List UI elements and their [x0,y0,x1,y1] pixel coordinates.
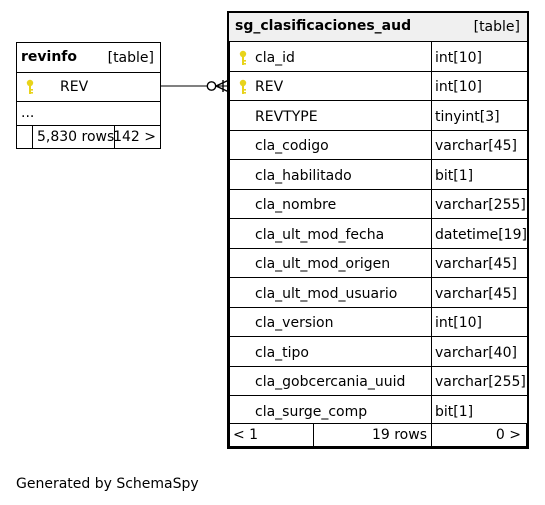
column-row[interactable]: cla_ult_mod_origen [229,248,432,278]
children-count: 0 > [495,427,521,443]
aud-children-cell[interactable]: 0 > [431,423,527,447]
column-name: cla_habilitado [255,168,352,184]
column-row[interactable]: cla_ult_mod_usuario [229,277,432,308]
column-type-cell: bit[1] [431,159,528,190]
column-type-cell: bit[1] [431,395,528,426]
column-type: varchar[255] [435,374,526,390]
column-type: int[10] [435,79,482,95]
table-name: sg_clasificaciones_aud [235,18,412,34]
row-count: 19 rows [371,427,427,443]
column-type-cell: int[10] [431,41,528,72]
column-type-cell: varchar[40] [431,336,528,367]
column-type: varchar[45] [435,138,517,154]
column-type: varchar[255] [435,197,526,213]
column-type-cell: varchar[255] [431,189,528,219]
column-type: tinyint[3] [435,109,500,125]
generated-by-label: Generated by SchemaSpy [16,476,199,492]
column-type-cell: varchar[45] [431,277,528,308]
column-type: bit[1] [435,404,474,420]
primary-key-icon [239,50,247,65]
column-name: REVTYPE [255,109,318,125]
column-type: datetime[19] [435,227,527,243]
column-row[interactable]: REV [229,71,432,101]
column-name: cla_version [255,315,334,331]
column-row[interactable]: cla_ult_mod_fecha [229,218,432,249]
column-type: varchar[45] [435,256,517,272]
column-type: varchar[45] [435,286,517,302]
column-type-cell: datetime[19] [431,218,528,249]
column-name: cla_gobcercania_uuid [255,374,406,390]
table-name: revinfo [21,49,77,65]
column-type-cell: varchar[45] [431,130,528,160]
column-name: cla_surge_comp [255,404,368,420]
column-name: REV [60,79,89,95]
column-row[interactable]: cla_id [229,41,432,72]
column-type: int[10] [435,50,482,66]
table-kind: [table] [473,19,520,35]
children-count: 142 > [113,129,156,145]
revinfo-children-cell[interactable]: 142 > [113,125,161,149]
parents-count: < 1 [233,427,259,443]
column-row[interactable]: cla_surge_comp [229,395,432,426]
column-row[interactable]: cla_version [229,307,432,337]
column-type-cell: int[10] [431,307,528,337]
column-row[interactable]: REVTYPE [229,100,432,131]
column-name: cla_nombre [255,197,337,213]
column-name: cla_ult_mod_origen [255,256,391,272]
column-row[interactable]: cla_codigo [229,130,432,160]
table-kind: [table] [107,50,154,66]
aud-rows-cell: 19 rows [313,423,432,447]
column-type-cell: varchar[255] [431,366,528,396]
column-type: bit[1] [435,168,474,184]
revinfo-rows-cell: 5,830 rows [32,125,115,149]
revinfo-column-rev[interactable]: REV [16,72,161,102]
column-type: int[10] [435,315,482,331]
column-row[interactable]: cla_habilitado [229,159,432,190]
primary-key-icon [26,79,34,94]
primary-key-icon [239,79,247,94]
column-name: cla_ult_mod_usuario [255,286,398,302]
column-row[interactable]: cla_tipo [229,336,432,367]
column-type: varchar[40] [435,345,517,361]
column-name: REV [255,79,284,95]
column-type-cell: int[10] [431,71,528,101]
column-name: cla_id [255,50,295,66]
revinfo-header[interactable]: revinfo [table] [16,42,161,73]
column-type-cell: tinyint[3] [431,100,528,131]
aud-header[interactable]: sg_clasificaciones_aud [table] [229,13,527,42]
more-columns-ellipsis: ... [21,105,35,121]
column-name: cla_codigo [255,138,329,154]
column-name: cla_tipo [255,345,309,361]
column-row[interactable]: cla_nombre [229,189,432,219]
aud-parents-cell[interactable]: < 1 [229,423,314,447]
column-row[interactable]: cla_gobcercania_uuid [229,366,432,396]
column-type-cell: varchar[45] [431,248,528,278]
column-name: cla_ult_mod_fecha [255,227,385,243]
row-count: 5,830 rows [37,129,115,145]
